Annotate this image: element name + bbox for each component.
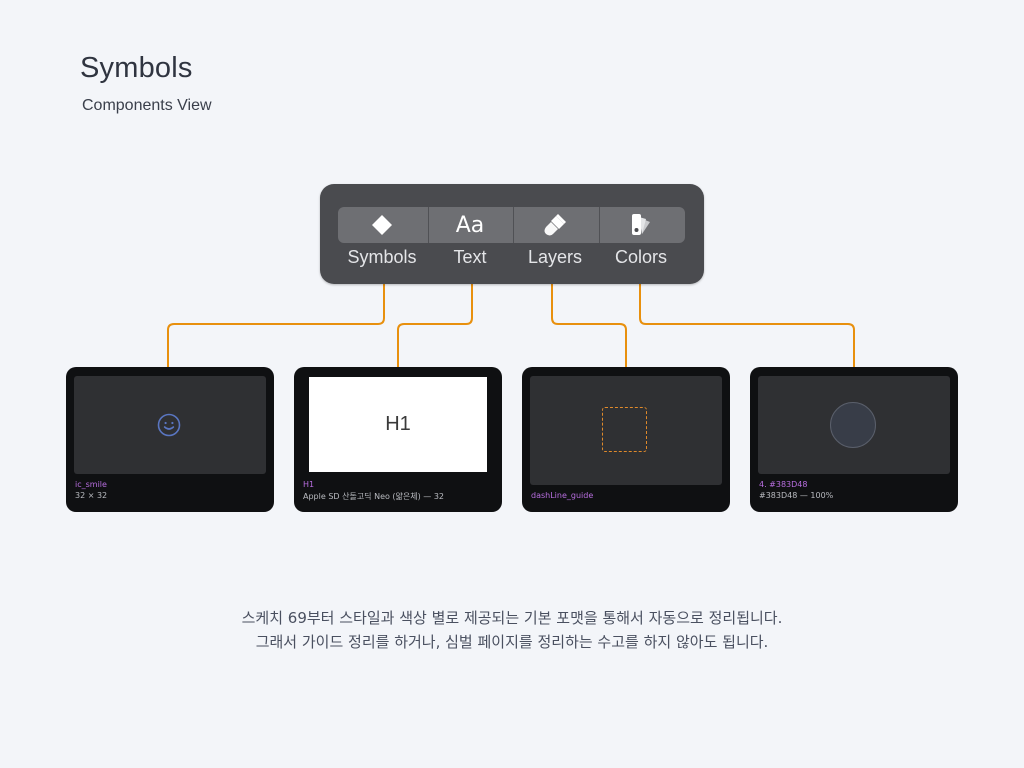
toolbar-colors-label: Colors xyxy=(614,247,667,267)
description-line-2: 그래서 가이드 정리를 하거나, 심벌 페이지를 정리하는 수고를 하지 않아도… xyxy=(255,633,769,651)
connector-text xyxy=(397,284,473,367)
description-line-1: 스케치 69부터 스타일과 색상 별로 제공되는 기본 포맷을 통해서 자동으로… xyxy=(241,609,783,627)
toolbar-symbols-label: Symbols xyxy=(347,247,417,267)
page-subtitle: Components View xyxy=(82,97,212,114)
diamond-icon xyxy=(371,207,393,243)
segment-divider xyxy=(513,207,514,243)
card-name: ic_smile xyxy=(75,480,107,489)
toolbar-colors-button[interactable]: Colors xyxy=(598,207,684,275)
dashed-square xyxy=(602,407,647,452)
toolbar-layers-label: Layers xyxy=(527,247,583,267)
card-preview: H1 xyxy=(309,377,487,472)
card-meta: Apple SD 산돌고딕 Neo (얇은체) — 32 xyxy=(303,492,445,501)
segment-divider xyxy=(599,207,600,243)
sketch-toolbar: Symbols Aa Text Layers Colors xyxy=(320,184,704,284)
symbol-card-icon[interactable]: ic_smile 32 × 32 xyxy=(66,367,274,512)
card-preview xyxy=(758,376,950,474)
page-title: Symbols xyxy=(80,52,193,84)
segmented-control xyxy=(338,207,685,243)
connector-layers xyxy=(551,284,627,367)
card-preview xyxy=(74,376,266,474)
symbol-card-color[interactable]: 4. #383D48 #383D48 — 100% xyxy=(750,367,958,512)
card-name: 4. #383D48 xyxy=(759,480,808,489)
card-name: dashLine_guide xyxy=(531,491,594,500)
color-swatch xyxy=(830,402,876,448)
card-meta: #383D48 — 100% xyxy=(759,491,834,500)
brush-icon xyxy=(542,207,568,243)
symbol-card-layer-style[interactable]: dashLine_guide xyxy=(522,367,730,512)
text-aa-icon: Aa xyxy=(456,207,485,243)
text-aa-glyph: Aa xyxy=(455,212,485,238)
toolbar-symbols-button[interactable]: Symbols xyxy=(339,207,425,275)
connector-symbols xyxy=(167,284,385,367)
card-preview xyxy=(530,376,722,485)
color-swatch-icon xyxy=(628,207,654,243)
card-name: H1 xyxy=(303,480,315,489)
toolbar-layers-button[interactable]: Layers xyxy=(512,207,598,275)
toolbar-text-button[interactable]: Aa Text xyxy=(427,207,513,275)
connector-colors xyxy=(639,284,855,367)
segment-divider xyxy=(428,207,429,243)
h1-preview-text: H1 xyxy=(385,413,411,435)
symbol-card-text-style[interactable]: H1 H1 Apple SD 산돌고딕 Neo (얇은체) — 32 xyxy=(294,367,502,512)
toolbar-text-label: Text xyxy=(453,247,487,267)
card-meta: 32 × 32 xyxy=(75,491,108,500)
smile-icon xyxy=(157,413,181,437)
